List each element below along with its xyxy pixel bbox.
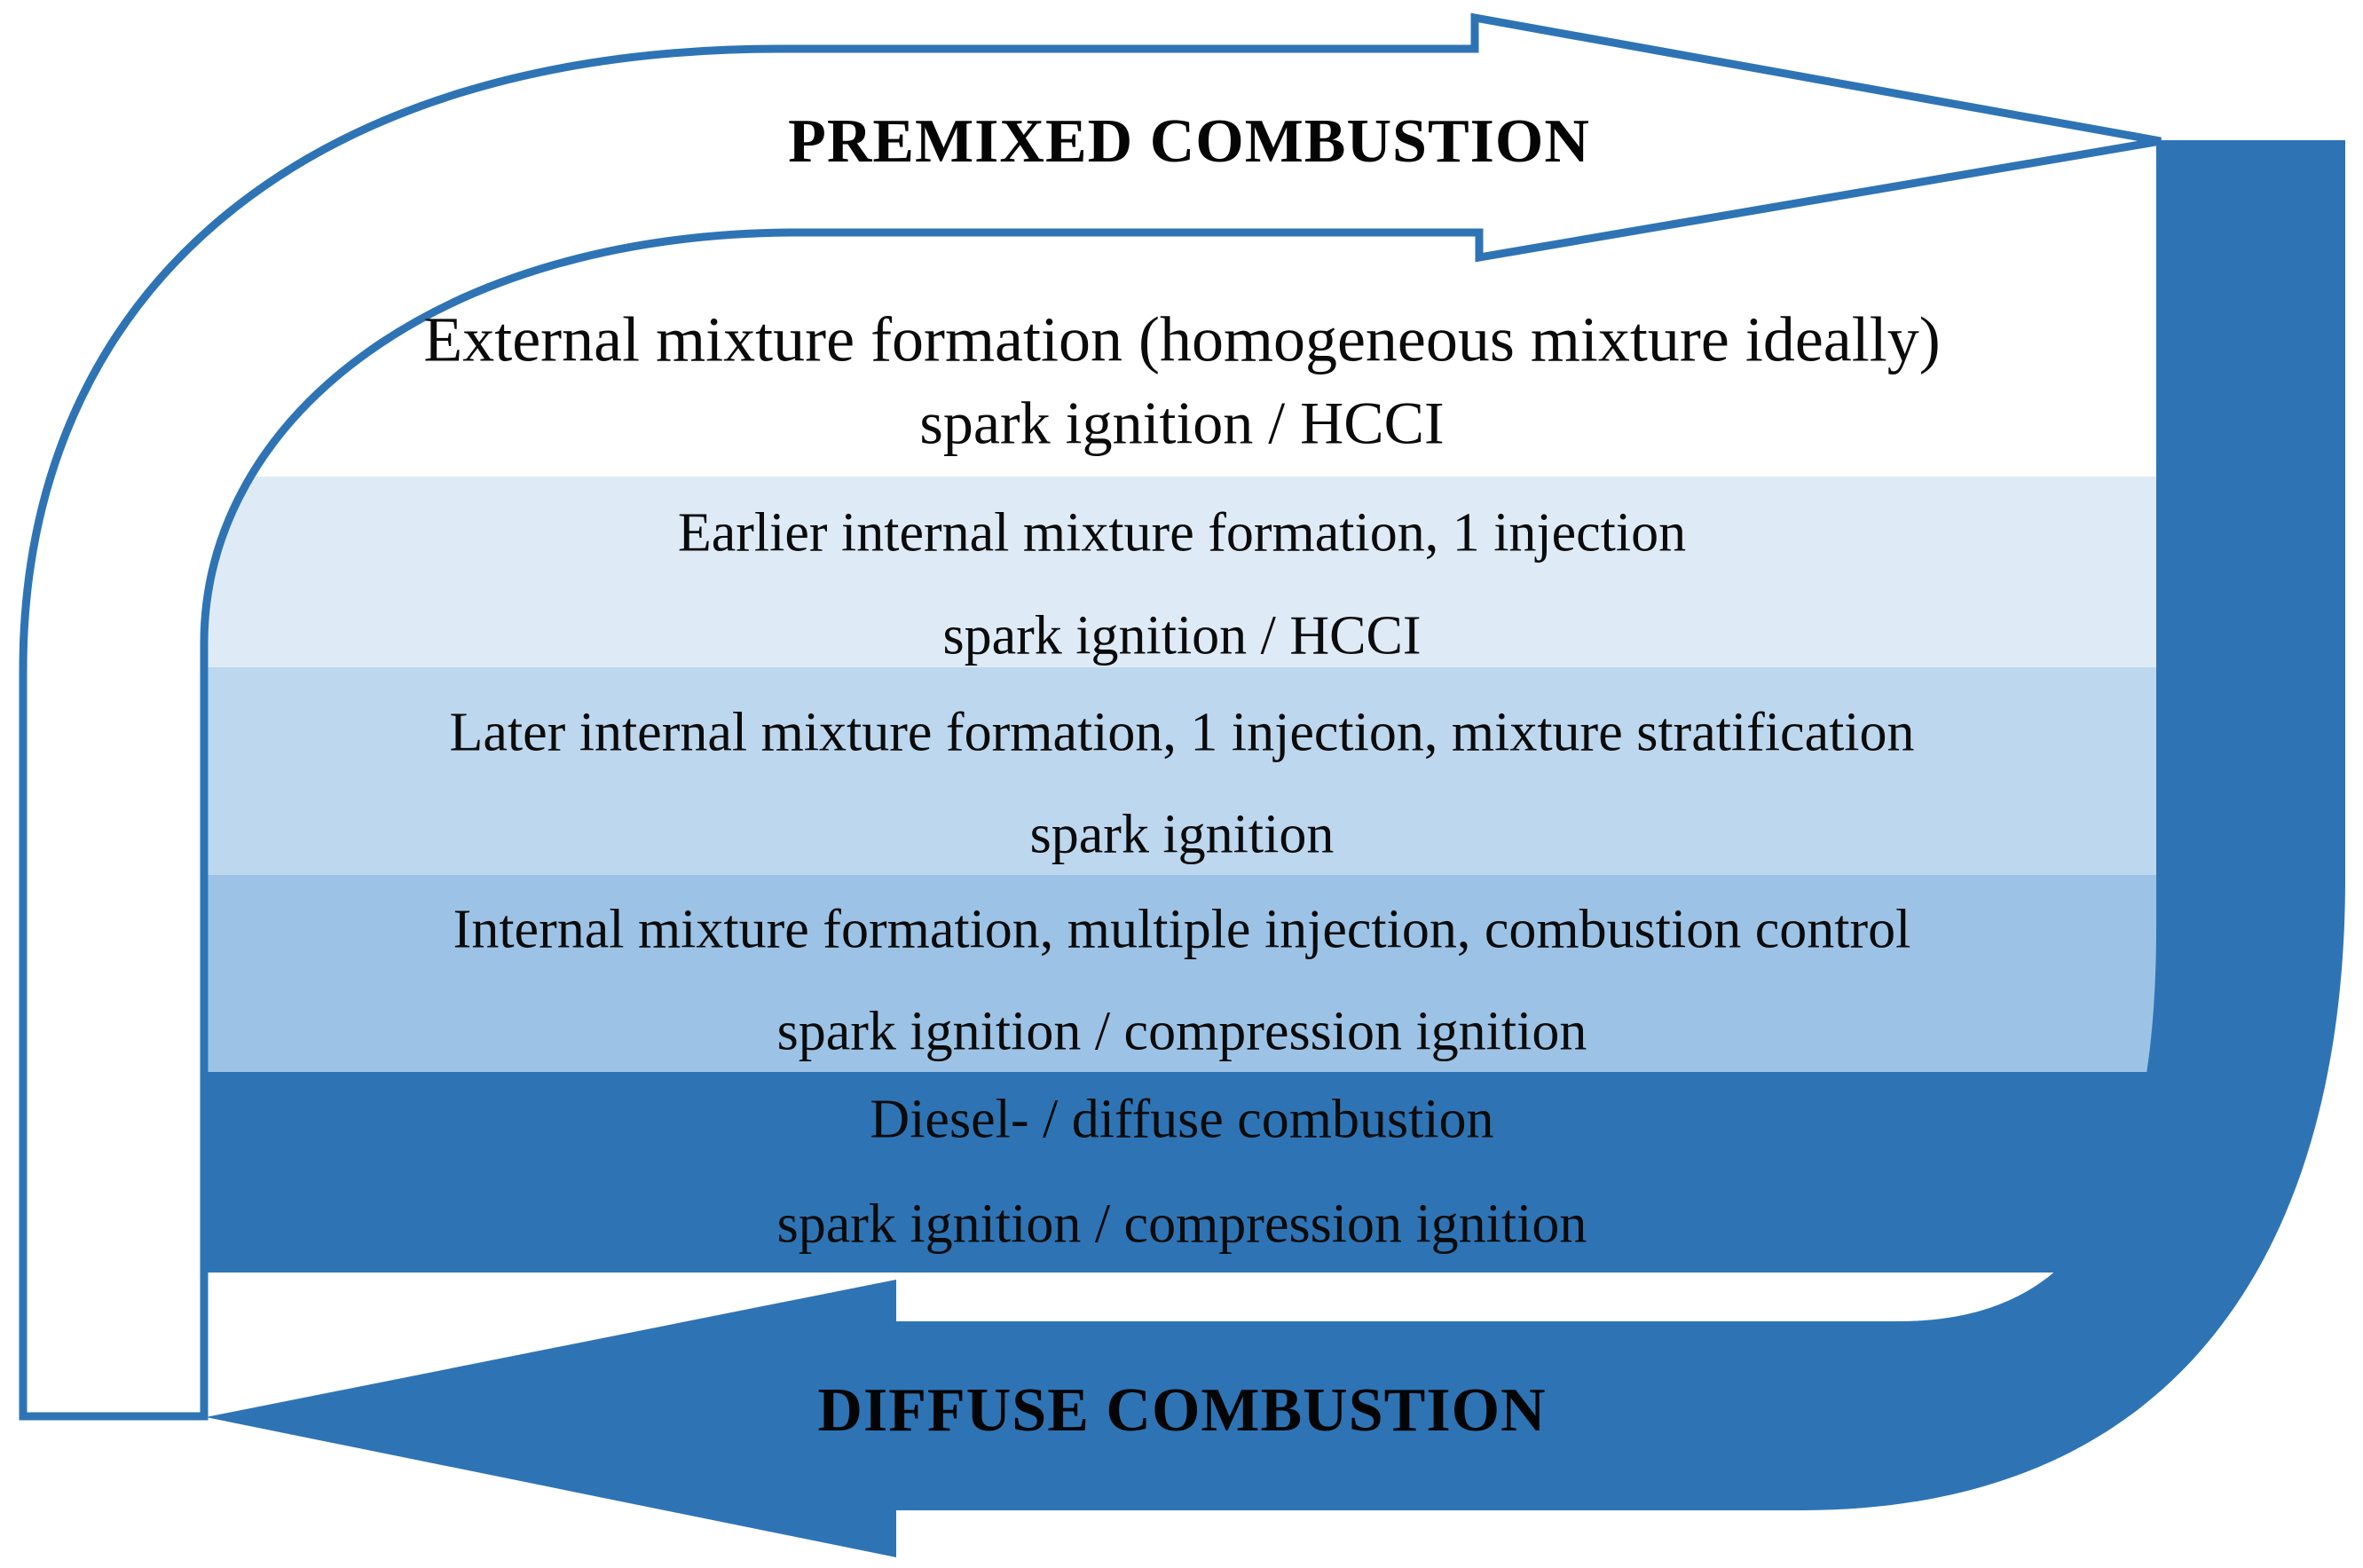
band-5-line-2: spark ignition / compression ignition bbox=[776, 1194, 1587, 1255]
band-4-background bbox=[206, 875, 2158, 1072]
band-2-line-2: spark ignition / HCCI bbox=[942, 605, 1422, 666]
band-1-line-1: External mixture formation (homogeneous … bbox=[423, 303, 1941, 375]
band-4-line-1: Internal mixture formation, multiple inj… bbox=[453, 899, 1911, 960]
band-1-line-2: spark ignition / HCCI bbox=[919, 389, 1445, 457]
diffuse-arrow-shape bbox=[206, 140, 2345, 1557]
band-3-line-1: Later internal mixture formation, 1 inje… bbox=[449, 702, 1915, 763]
premixed-arrow-shape bbox=[19, 12, 2162, 1421]
band-2-line-1: Earlier internal mixture formation, 1 in… bbox=[677, 502, 1687, 563]
band-3-background bbox=[206, 667, 2158, 875]
diffuse-combustion-label: DIFFUSE COMBUSTION bbox=[817, 1376, 1547, 1445]
band-5-line-1: Diesel- / diffuse combustion bbox=[870, 1089, 1494, 1150]
band-5-background bbox=[206, 1072, 2161, 1273]
premixed-combustion-label: PREMIXED COMBUSTION bbox=[788, 107, 1590, 176]
band-4-line-2: spark ignition / compression ignition bbox=[776, 1001, 1587, 1062]
band-2-background bbox=[206, 477, 2158, 667]
band-3-line-2: spark ignition bbox=[1029, 804, 1335, 865]
